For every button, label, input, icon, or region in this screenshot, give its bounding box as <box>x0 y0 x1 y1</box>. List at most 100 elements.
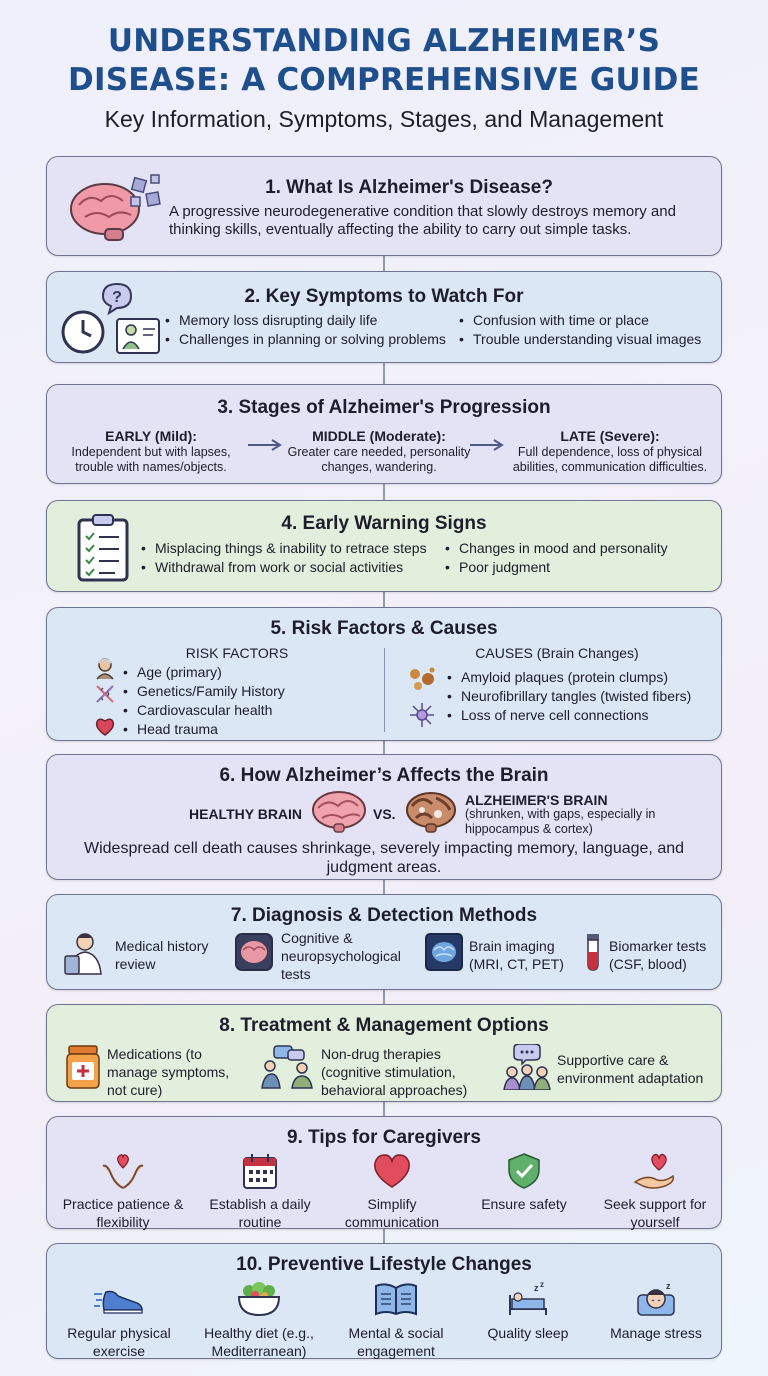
list-item: Changes in mood and personality <box>445 539 668 558</box>
section-warning-signs: 4. Early Warning Signs Misplacing things… <box>46 500 722 592</box>
section-stages: 3. Stages of Alzheimer's Progression EAR… <box>46 384 722 484</box>
stage-early: EARLY (Mild): Independent but with lapse… <box>53 427 249 475</box>
question-bubble-icon: ? <box>99 280 135 316</box>
list-item: Misplacing things & inability to retrace… <box>141 539 427 558</box>
diagnosis-item-label: Biomarker tests (CSF, blood) <box>609 938 707 972</box>
prevention-item: z Manage stress <box>593 1280 719 1342</box>
running-shoe-icon <box>94 1280 144 1318</box>
amyloid-plaque-icon <box>405 664 439 694</box>
tip-item: Seek support for yourself <box>591 1151 719 1231</box>
section-treatment: 8. Treatment & Management Options Medica… <box>46 1004 722 1102</box>
list-item: Challenges in planning or solving proble… <box>165 330 446 349</box>
prevention-item: Healthy diet (e.g., Mediterranean) <box>189 1280 329 1360</box>
tip-item: Practice patience & flexibility <box>53 1151 193 1231</box>
pill-bottle-icon <box>61 1043 105 1091</box>
symptoms-list-2: Confusion with time or place Trouble und… <box>459 311 701 349</box>
stage-desc: Greater care needed, personality changes… <box>287 445 471 474</box>
stage-label: LATE (Severe): <box>560 428 660 444</box>
section-5-title: 5. Risk Factors & Causes <box>270 618 498 639</box>
page-title: UNDERSTANDING ALZHEIMER’S DISEASE: A COM… <box>0 22 768 100</box>
list-item: Withdrawal from work or social activitie… <box>141 558 427 577</box>
stage-label: MIDDLE (Moderate): <box>312 428 446 444</box>
section-symptoms: ? 2. Key Symptoms to Watch For Memory lo… <box>46 271 722 363</box>
brain-test-icon <box>233 931 275 973</box>
dna-icon <box>91 682 119 706</box>
timeline-connector <box>383 250 385 1250</box>
hand-heart-icon <box>633 1151 677 1191</box>
hands-heart-icon <box>101 1151 145 1191</box>
prevention-item: Mental & social engagement <box>329 1280 463 1360</box>
arrow-right-icon <box>245 437 285 453</box>
arrow-right-icon <box>467 437 507 453</box>
clock-icon <box>59 308 107 356</box>
section-6-title: 6. How Alzheimer’s Affects the Brain <box>219 765 549 786</box>
header: UNDERSTANDING ALZHEIMER’S DISEASE: A COM… <box>0 22 768 133</box>
section-diagnosis: 7. Diagnosis & Detection Methods Medical… <box>46 894 722 990</box>
list-item: Neurofibrillary tangles (twisted fibers) <box>447 687 691 706</box>
page-subtitle: Key Information, Symptoms, Stages, and M… <box>104 106 664 132</box>
prevention-label: Quality sleep <box>487 1325 569 1341</box>
causes-heading: CAUSES (Brain Changes) <box>475 645 639 661</box>
symptoms-list-1: Memory loss disrupting daily life Challe… <box>165 311 446 349</box>
section-10-title: 10. Preventive Lifestyle Changes <box>236 1254 532 1275</box>
list-item: Poor judgment <box>445 558 668 577</box>
diagnosis-item-label: Cognitive & neuropsychological tests <box>281 930 401 982</box>
book-icon <box>373 1280 419 1318</box>
list-item: Age (primary) <box>123 663 285 682</box>
healthy-brain-icon <box>309 787 369 835</box>
brain-scan-icon <box>423 931 465 973</box>
stress-sleep-icon: z <box>633 1280 679 1318</box>
list-item: Trouble understanding visual images <box>459 330 701 349</box>
risk-factors-list: Age (primary) Genetics/Family History Ca… <box>123 663 285 739</box>
therapy-chat-icon <box>257 1043 315 1091</box>
title-line-1: UNDERSTANDING ALZHEIMER’S <box>107 23 661 59</box>
section-1-body: A progressive neurodegenerative conditio… <box>169 203 676 238</box>
calendar-icon <box>240 1151 280 1191</box>
list-item: Confusion with time or place <box>459 311 701 330</box>
salad-bowl-icon <box>234 1280 284 1318</box>
section-6-body: Widespread cell death causes shrinkage, … <box>83 840 685 876</box>
stage-desc: Independent but with lapses, trouble wit… <box>71 445 231 474</box>
section-what-is: 1. What Is Alzheimer's Disease? A progre… <box>46 156 722 256</box>
svg-text:z: z <box>666 1281 671 1291</box>
brain-puzzle-icon <box>65 171 165 243</box>
section-4-title: 4. Early Warning Signs <box>281 513 487 534</box>
person-card-icon <box>115 316 161 356</box>
list-item: Cardiovascular health <box>123 701 285 720</box>
list-item: Head trauma <box>123 720 285 739</box>
heart-organ-icon <box>91 714 119 738</box>
section-1-title: 1. What Is Alzheimer's Disease? <box>265 177 553 198</box>
prevention-label: Healthy diet (e.g., Mediterranean) <box>204 1325 314 1359</box>
list-item: Memory loss disrupting daily life <box>165 311 446 330</box>
section-caregiver-tips: 9. Tips for Caregivers Practice patience… <box>46 1116 722 1231</box>
divider <box>384 648 385 732</box>
prevention-item: Regular physical exercise <box>49 1280 189 1360</box>
section-risk-causes: 5. Risk Factors & Causes RISK FACTORS Ag… <box>46 607 722 741</box>
stage-desc: Full dependence, loss of physical abilit… <box>512 445 708 474</box>
shield-check-icon <box>504 1151 544 1191</box>
treatment-item-label: Supportive care & environment adaptation <box>557 1052 704 1086</box>
section-9-title: 9. Tips for Caregivers <box>287 1127 481 1148</box>
section-2-title: 2. Key Symptoms to Watch For <box>244 286 524 307</box>
list-item: Genetics/Family History <box>123 682 285 701</box>
clipboard-checklist-icon <box>73 511 133 583</box>
alzheimers-brain-note: (shrunken, with gaps, especially in hipp… <box>465 807 656 836</box>
diagnosis-item-label: Medical history review <box>115 938 209 972</box>
elderly-person-icon <box>91 656 119 680</box>
tip-label: Establish a daily routine <box>209 1196 311 1230</box>
section-8-title: 8. Treatment & Management Options <box>219 1015 549 1036</box>
section-7-title: 7. Diagnosis & Detection Methods <box>230 905 538 926</box>
tip-item: Simplify communication <box>327 1151 457 1231</box>
stage-label: EARLY (Mild): <box>105 428 197 444</box>
alzheimers-brain-icon <box>401 787 461 835</box>
doctor-icon <box>59 929 107 977</box>
tip-label: Practice patience & flexibility <box>62 1196 184 1230</box>
prevention-label: Regular physical exercise <box>67 1325 171 1359</box>
warning-list-1: Misplacing things & inability to retrace… <box>141 539 427 577</box>
stage-middle: MIDDLE (Moderate): Greater care needed, … <box>281 427 477 475</box>
support-group-icon <box>499 1043 555 1091</box>
prevention-label: Manage stress <box>610 1325 702 1341</box>
prevention-label: Mental & social engagement <box>348 1325 444 1359</box>
